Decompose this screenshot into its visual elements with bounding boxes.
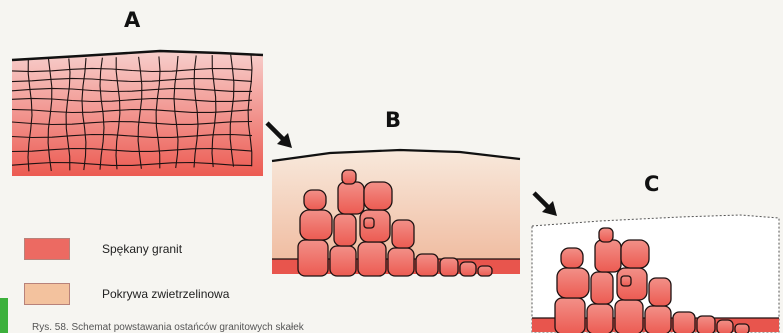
tor-block — [555, 298, 585, 333]
legend-label-granite: Spękany granit — [102, 242, 182, 256]
tor-block — [697, 316, 715, 333]
panel-a-granite-block — [12, 51, 263, 176]
tor-block — [561, 248, 583, 268]
tor-block — [416, 254, 438, 276]
tor-block — [330, 246, 356, 276]
tor-block — [645, 306, 671, 333]
tor-block — [342, 170, 356, 184]
panel-label-b: B — [385, 108, 401, 132]
tor-block — [460, 262, 476, 276]
tor-block — [298, 240, 328, 276]
tor-block — [595, 240, 621, 272]
tor-block — [621, 276, 631, 286]
tor-block — [392, 220, 414, 248]
legend-item-regolith: Pokrywa zwietrzelinowa — [24, 283, 229, 305]
tor-block — [358, 242, 386, 276]
tor-block — [621, 240, 649, 268]
legend-swatch-regolith — [24, 283, 70, 305]
tor-block — [300, 210, 332, 240]
tor-block — [364, 218, 374, 228]
arrow-b-to-c-icon — [534, 193, 557, 216]
tor-block — [587, 304, 613, 333]
tor-block — [388, 248, 414, 276]
figure-caption: Rys. 58. Schemat powstawania ostańców gr… — [32, 322, 304, 333]
tor-block — [649, 278, 671, 306]
panel-label-c: C — [644, 172, 659, 196]
tor-block — [615, 300, 643, 333]
panel-label-a: A — [124, 8, 140, 32]
legend-item-granite: Spękany granit — [24, 238, 182, 260]
arrow-a-to-b-icon — [267, 123, 292, 148]
tor-block — [338, 182, 364, 214]
legend-swatch-granite — [24, 238, 70, 260]
tor-block — [304, 190, 326, 210]
tor-block — [334, 214, 356, 246]
tor-block — [591, 272, 613, 304]
tor-block — [735, 324, 749, 333]
tor-block — [673, 312, 695, 333]
tor-block — [717, 320, 733, 333]
tor-block — [599, 228, 613, 242]
legend-label-regolith: Pokrywa zwietrzelinowa — [102, 287, 229, 301]
tor-block — [478, 266, 492, 276]
tor-block — [364, 182, 392, 210]
tor-block — [557, 268, 589, 298]
tor-block — [440, 258, 458, 276]
